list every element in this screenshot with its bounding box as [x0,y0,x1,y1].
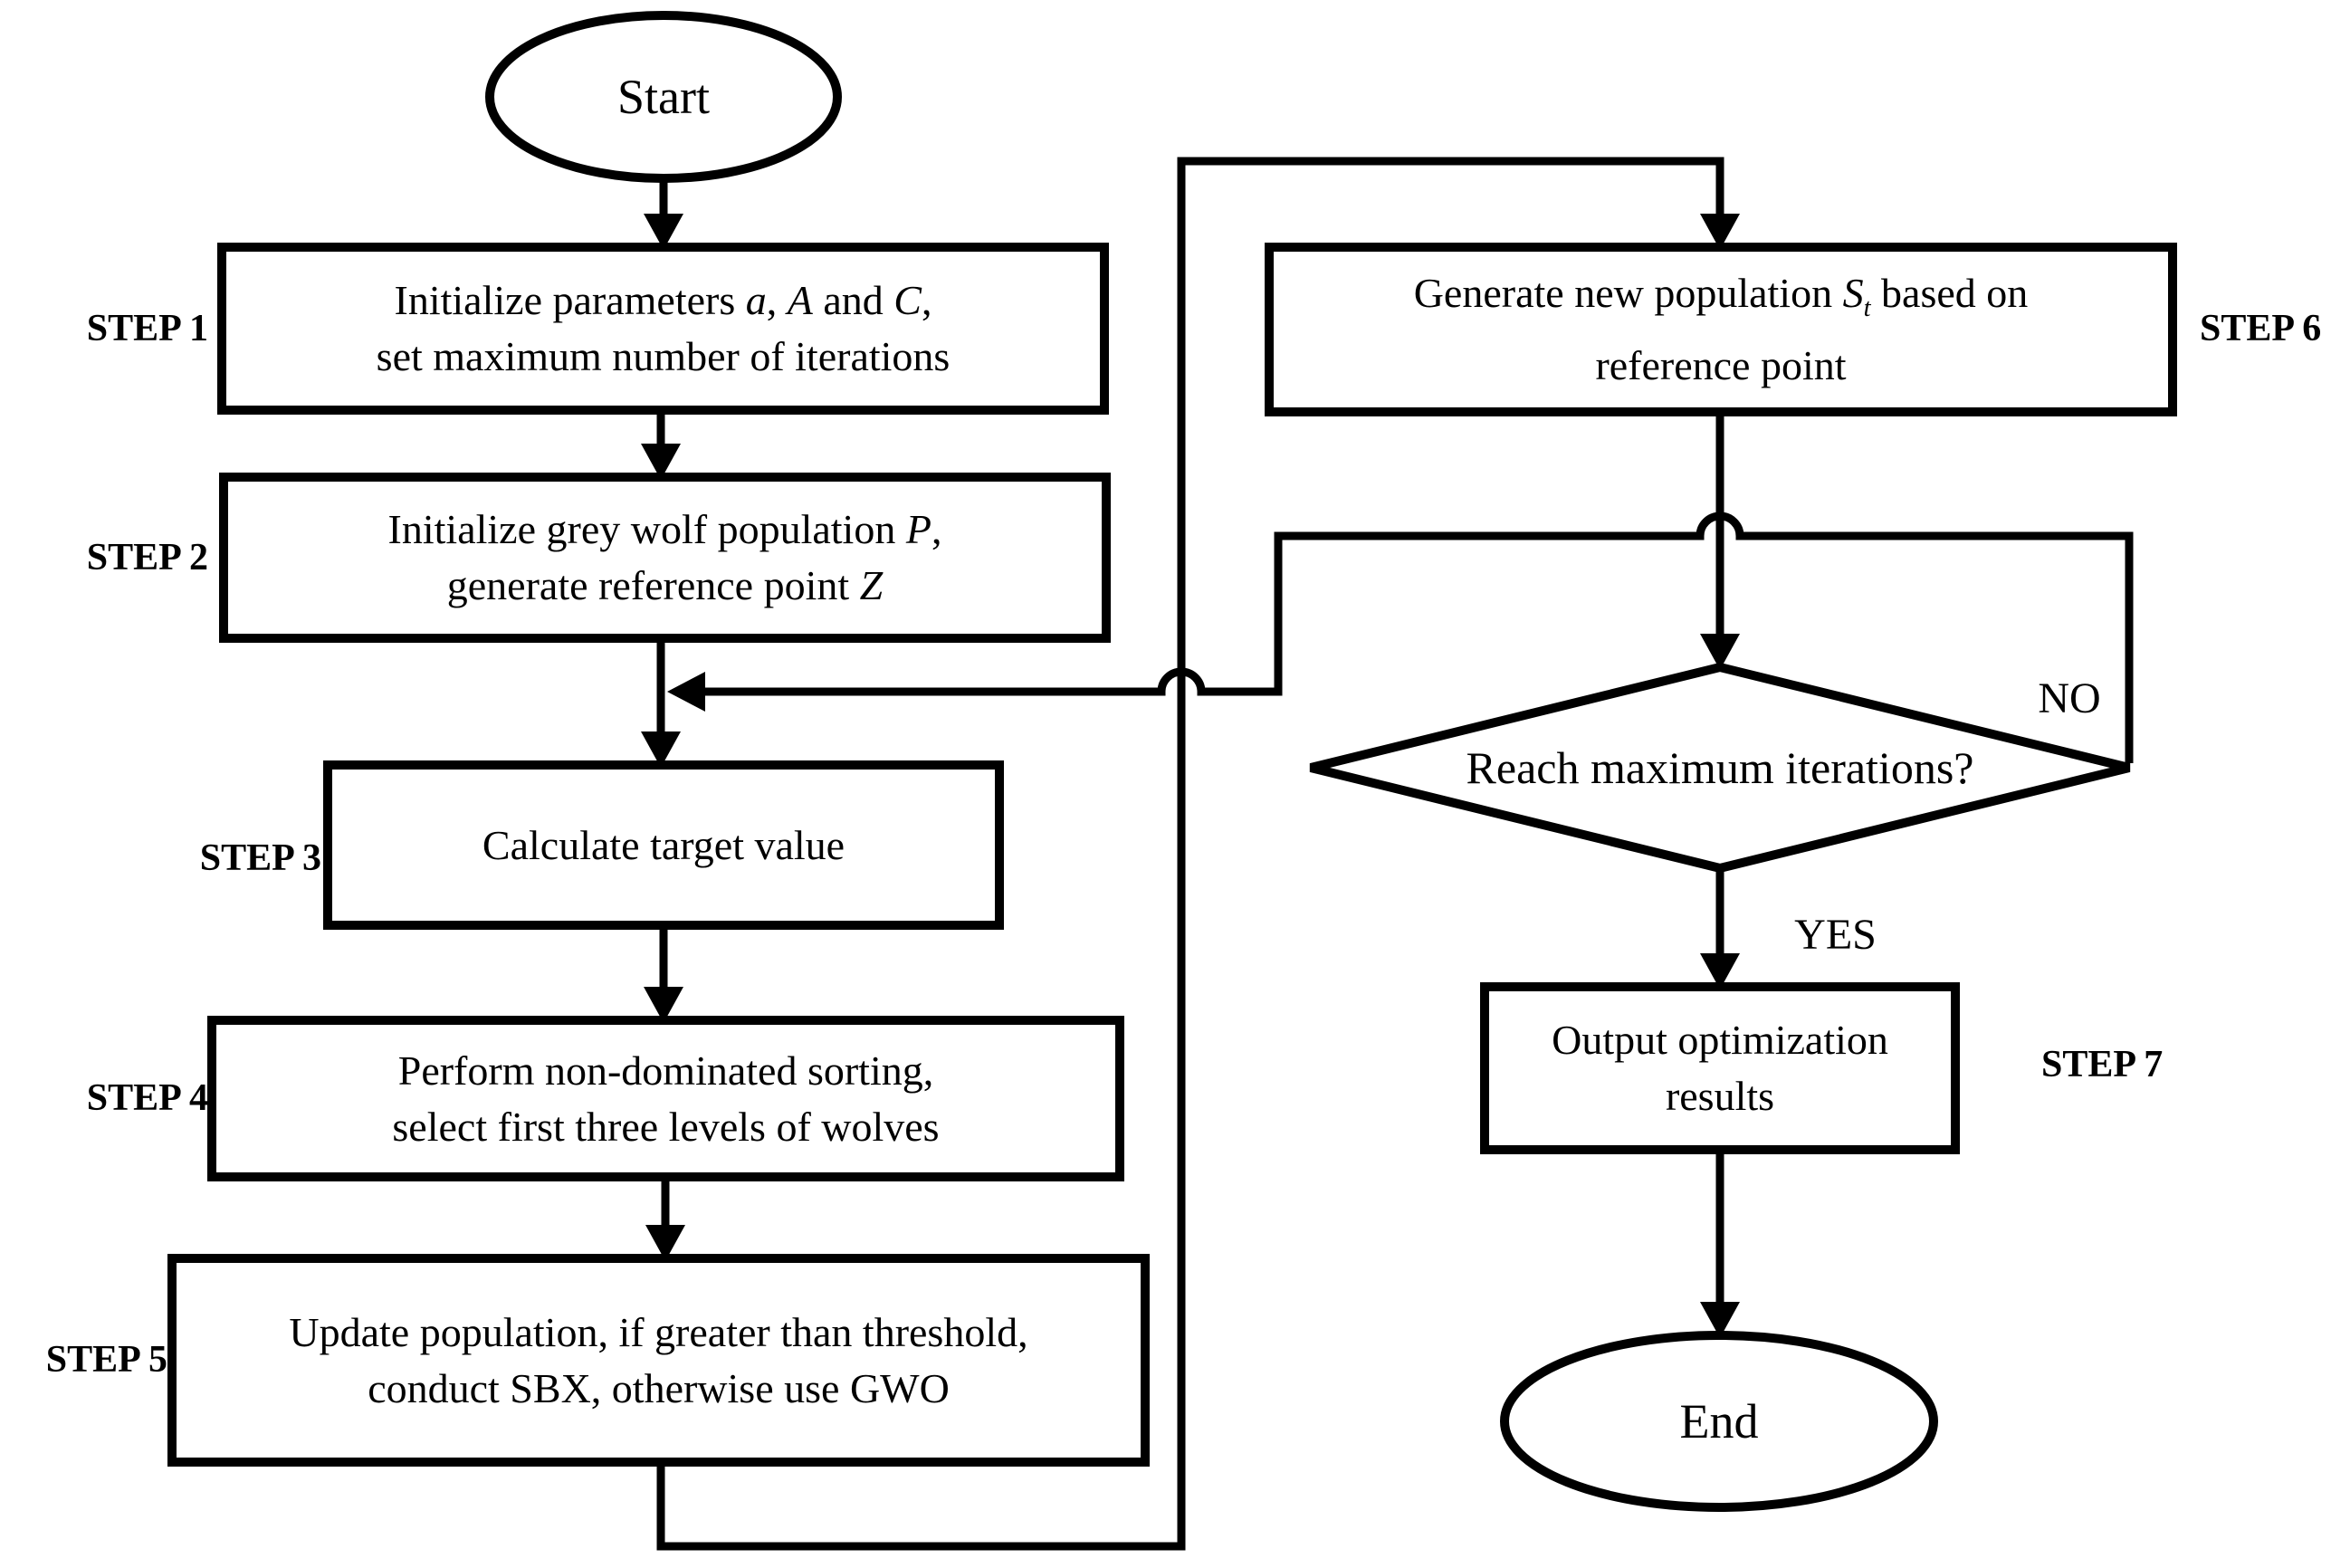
step1-tag: STEP 1 [86,308,208,349]
step3-line1: Calculate target value [482,821,845,868]
step4-line1: Perform non-dominated sorting, [397,1047,934,1094]
step1-line2: set maximum number of iterations [376,333,951,379]
arrowhead-down [1700,214,1740,250]
step4-line2: select first three levels of wolves [392,1103,940,1150]
start-ellipse [485,11,842,183]
start-label: Start [490,15,837,178]
step7-label: Output optimization results [1485,987,1955,1150]
step6-box [1265,243,2177,416]
step5-label: Update population, if greater than thres… [172,1258,1145,1462]
yes-branch-label: YES [1794,911,1877,959]
step5-box [167,1254,1150,1467]
arrowhead-down [641,444,681,480]
arrowhead-down [1700,1302,1740,1338]
step4-tag: STEP 4 [86,1077,208,1119]
end-label: End [1505,1335,1934,1507]
connector-step5-step6-feedback [656,157,1740,1551]
arrowhead-down [644,987,683,1023]
connector-line [705,512,2134,763]
step5-line1: Update population, if greater than thres… [289,1308,1028,1355]
step2-box [219,473,1111,643]
step1-line1: Initialize parameters a, A and C, [394,277,932,323]
step5-line2: conduct SBX, otherwise use GWO [368,1364,950,1411]
step2-label: Initialize grey wolf population P, gener… [224,477,1106,638]
step3-tag: STEP 3 [199,837,321,879]
connector-start-step1 [644,176,683,250]
step7-line1: Output optimization [1552,1017,1888,1063]
no-branch-label: NO [2038,674,2101,722]
end-text: End [1679,1394,1759,1448]
end-ellipse [1500,1331,1938,1512]
arrowhead-left [667,672,705,712]
step6-line2: reference point [1595,341,1847,388]
connector-step4-step5 [645,1175,685,1261]
arrowhead-down [1700,634,1740,670]
step1-label: Initialize parameters a, A and C, set ma… [222,247,1104,410]
arrowhead-down [1700,953,1740,990]
step3-label: Calculate target value [328,765,999,925]
connector-decision-no-loop [667,512,2134,763]
connector-step3-step4 [644,923,683,1023]
decision-question: Reach maximum iterations? [1466,742,1974,793]
step7-line2: results [1665,1073,1775,1119]
step4-box [207,1016,1124,1181]
step5-tag: STEP 5 [45,1339,167,1381]
arrowhead-down [641,731,681,768]
step2-line1: Initialize grey wolf population P, [387,506,942,552]
connector-decision-yes-step7 [1700,866,1740,990]
connector-line [656,157,1724,1551]
step7-box [1480,982,1960,1154]
step6-line1: Generate new population St based on [1413,270,2029,323]
connector-step2-step3 [641,636,681,768]
connector-step7-end [1700,1150,1740,1338]
arrowhead-down [644,214,683,250]
step2-line2: generate reference point Z [446,562,884,608]
step7-tag: STEP 7 [2041,1044,2164,1085]
start-text: Start [617,70,710,124]
step4-label: Perform non-dominated sorting, select fi… [212,1020,1120,1177]
step6-label: Generate new population St based on refe… [1269,247,2173,412]
step6-tag: STEP 6 [2200,308,2322,349]
step1-box [217,243,1109,415]
connector-step1-step2 [641,410,681,480]
connector-step6-decision [1700,412,1740,670]
decision-diamond [1309,662,2131,874]
decision-label: Reach maximum iterations? [1403,722,2037,813]
step2-tag: STEP 2 [86,537,208,578]
arrowhead-down [645,1225,685,1261]
step3-box [323,760,1004,930]
